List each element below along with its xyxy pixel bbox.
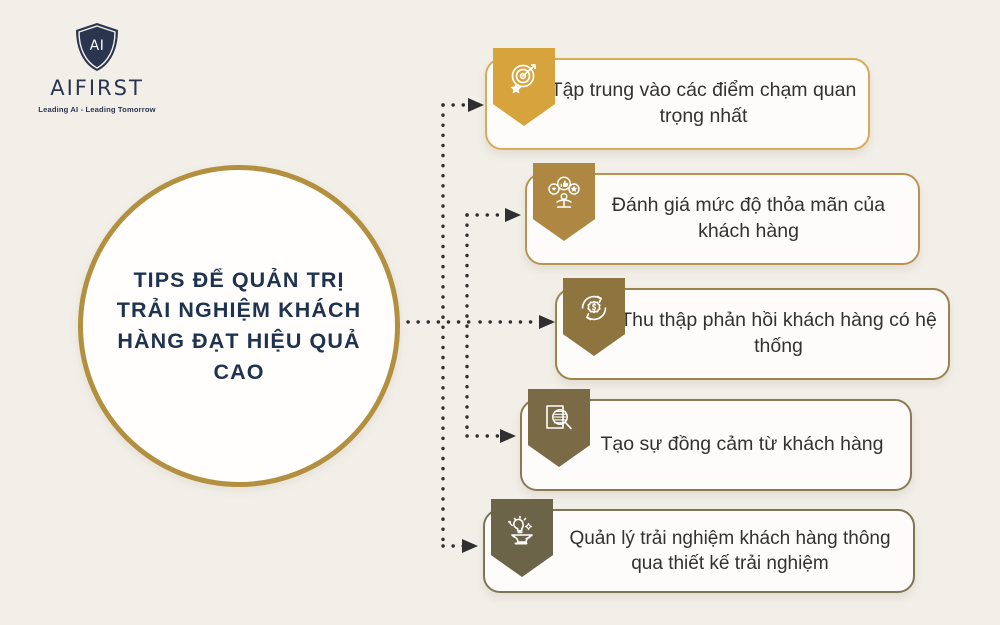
tip-text-4: Tạo sự đồng cảm từ khách hàng — [600, 433, 884, 456]
arrowhead-3 — [539, 315, 555, 329]
tip-card-3[interactable]: Thu thập phản hồi khách hàng có hệ thống — [555, 278, 950, 380]
target-arrow-star-icon — [510, 64, 536, 94]
tip-card-2[interactable]: Đánh giá mức độ thỏa mãn của khách hàng — [525, 163, 920, 265]
svg-text:AI: AI — [90, 38, 105, 54]
tip-card-5[interactable]: Quản lý trải nghiệm khách hàng thông qua… — [483, 499, 915, 593]
tip-text-1: Tập trung vào các điểm chạm quan trọng n… — [550, 79, 857, 127]
brand-logo: AI AIFIRST Leading AI - Leading Tomorrow — [22, 22, 172, 114]
tip-text-3: Thu thập phản hồi khách hàng có hệ thống — [620, 309, 937, 357]
center-circle: TIPS ĐỂ QUẢN TRỊ TRẢI NGHIỆM KHÁCH HÀNG … — [78, 165, 400, 487]
arrowhead-4 — [500, 429, 516, 443]
head-lightbulb-idea-icon — [507, 515, 533, 545]
customer-satisfaction-rating-icon — [548, 176, 580, 208]
tip-text-2: Đánh giá mức độ thỏa mãn của khách hàng — [611, 194, 886, 242]
shield-ai-icon: AI — [76, 23, 118, 71]
gear-dollar-cycle-icon — [581, 295, 607, 321]
tip-text-5: Quản lý trải nghiệm khách hàng thông qua… — [569, 527, 891, 574]
tip-card-4[interactable]: Tạo sự đồng cảm từ khách hàng — [520, 389, 912, 491]
brand-tagline: Leading AI - Leading Tomorrow — [38, 105, 156, 114]
brand-name: AIFIRST — [50, 76, 144, 100]
tip-card-1[interactable]: Tập trung vào các điểm chạm quan trọng n… — [485, 48, 870, 150]
document-magnifier-icon — [546, 405, 572, 430]
arrowhead-2 — [505, 208, 521, 222]
arrowhead-5 — [462, 539, 478, 553]
page-title: TIPS ĐỂ QUẢN TRỊ TRẢI NGHIỆM KHÁCH HÀNG … — [116, 267, 362, 384]
arrowhead-1 — [468, 98, 484, 112]
